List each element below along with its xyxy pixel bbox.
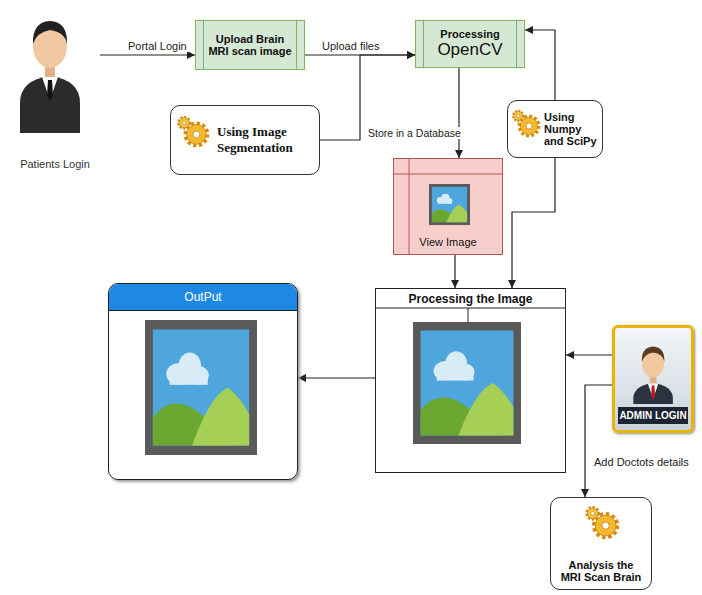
node-label: Using Numpy and SciPy <box>544 111 598 147</box>
node-label: ADMIN LOGIN <box>618 407 688 424</box>
flow-arrow <box>305 54 415 55</box>
process-box: Upload Brain MRI scan image <box>195 20 305 70</box>
flow-arrow <box>298 377 375 378</box>
window-box: Processing the Image <box>375 288 566 473</box>
node-label: OutPut <box>109 284 297 311</box>
flow-arrow <box>585 385 612 497</box>
gear-icon <box>513 111 538 135</box>
header-line <box>375 308 566 322</box>
flow-arrow <box>525 30 555 100</box>
flow-arrow <box>458 68 459 158</box>
flow-arrow <box>454 255 455 288</box>
node-label: Using Image Segmentation <box>217 124 313 156</box>
node-label: View Image <box>419 236 476 248</box>
node-label: Upload Brain MRI scan image <box>208 33 292 57</box>
tool-box: Analysis the MRI Scan Brain <box>550 497 652 590</box>
output-window: OutPut <box>108 283 298 480</box>
node-label: Processing the Image <box>408 292 532 306</box>
image-thumbnail <box>145 320 257 455</box>
edge-label: Upload files <box>320 40 381 52</box>
actor-icon: ADMIN LOGIN <box>612 325 694 433</box>
flow-arrow <box>512 158 555 288</box>
node-label: Analysis the MRI Scan Brain <box>557 559 645 583</box>
gear-icon <box>179 117 207 145</box>
gear-icon <box>587 508 617 537</box>
node-subtitle: OpenCV <box>437 40 502 60</box>
edge-label: Portal Login <box>126 40 189 52</box>
window-box: View Image <box>393 158 503 255</box>
image-thumbnail <box>429 184 470 225</box>
tool-box: Using Numpy and SciPy <box>507 100 603 158</box>
process-box: ProcessingOpenCV <box>415 20 525 68</box>
node-label: Processing <box>440 28 499 40</box>
node-label: Patients Login <box>20 158 90 170</box>
flow-arrow <box>100 54 195 55</box>
patient-icon <box>20 21 80 133</box>
edge-label: Store in a Database <box>366 127 463 139</box>
window-lines <box>393 158 503 255</box>
tool-box: Using Image Segmentation <box>170 105 320 175</box>
flow-arrow <box>566 354 612 355</box>
admin-icon <box>633 347 673 404</box>
image-thumbnail <box>413 322 521 444</box>
edge-label: Add Doctots details <box>592 456 691 468</box>
actor-icon: Patients Login <box>10 5 100 170</box>
